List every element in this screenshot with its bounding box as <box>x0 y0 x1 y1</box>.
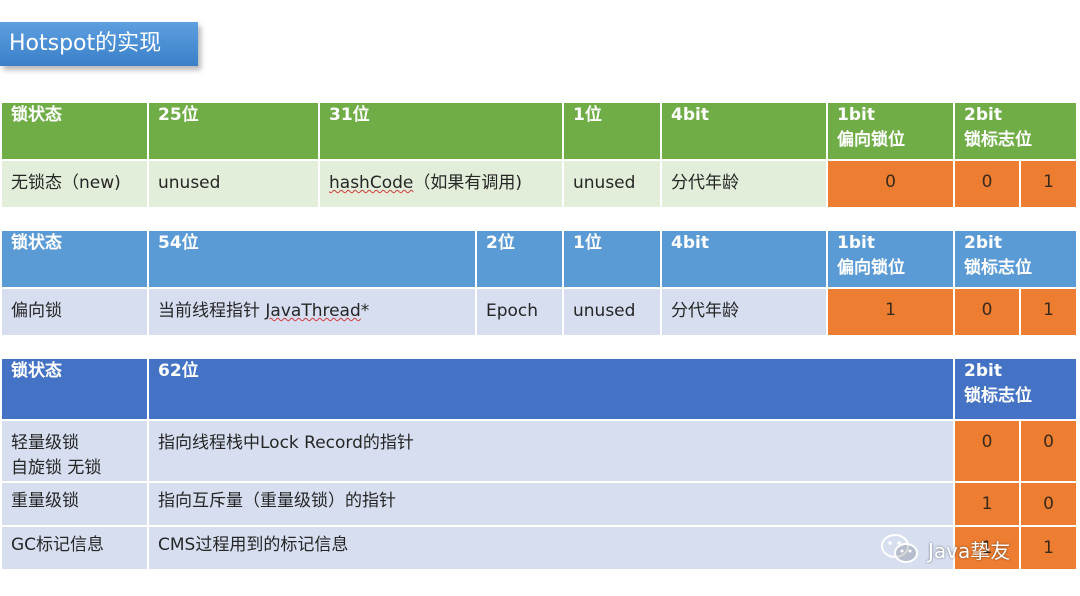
header-bits: 2位 <box>475 229 564 289</box>
wechat-icon <box>880 532 920 566</box>
header-lock-state: 锁状态 <box>0 101 149 161</box>
cell-flag-bit: 0 <box>953 419 1021 483</box>
header-bits: 31位 <box>318 101 564 161</box>
cell-lock-state: 无锁态（new) <box>0 159 149 209</box>
cell-value: unused <box>147 159 320 209</box>
header-bits: 1位 <box>562 229 662 289</box>
watermark-text: Java挚友 <box>928 538 1011 563</box>
header-bits: 1位 <box>562 101 662 161</box>
cell-flag-bit: 1 <box>1019 525 1078 571</box>
cell-biased-bit: 0 <box>826 159 955 209</box>
cell-description: CMS过程用到的标记信息 <box>147 525 955 571</box>
cell-value: unused <box>562 287 662 337</box>
header-lock-state: 锁状态 <box>0 357 149 421</box>
cell-flag-bit: 1 <box>953 525 1021 571</box>
cell-lock-state: 轻量级锁自旋锁 无锁 <box>0 419 149 483</box>
cell-age: 分代年龄 <box>660 159 828 209</box>
header-bits: 4bit <box>660 229 828 289</box>
cell-lock-state: 重量级锁 <box>0 481 149 527</box>
cell-flag-bit: 0 <box>1019 481 1078 527</box>
cell-value: unused <box>562 159 662 209</box>
header-bits: 62位 <box>147 357 955 421</box>
page-title: Hotspot的实现 <box>0 22 198 66</box>
cell-flag-bit: 0 <box>953 287 1021 337</box>
cell-age: 分代年龄 <box>660 287 828 337</box>
cell-flag-bit: 1 <box>1019 159 1078 209</box>
cell-thread-pointer: 当前线程指针 JavaThread* <box>147 287 477 337</box>
header-lock-state: 锁状态 <box>0 229 149 289</box>
cell-flag-bit: 1 <box>1019 287 1078 337</box>
cell-epoch: Epoch <box>475 287 564 337</box>
header-bits: 4bit <box>660 101 828 161</box>
header-bits: 54位 <box>147 229 477 289</box>
cell-flag-bit: 1 <box>953 481 1021 527</box>
cell-flag-bit: 0 <box>1019 419 1078 483</box>
cell-flag-bit: 0 <box>953 159 1021 209</box>
cell-hashcode: hashCode（如果有调用) <box>318 159 564 209</box>
watermark: Java挚友 <box>880 531 1010 567</box>
cell-description: 指向互斥量（重量级锁）的指针 <box>147 481 955 527</box>
cell-biased-bit: 1 <box>826 287 955 337</box>
cell-description: 指向线程栈中Lock Record的指针 <box>147 419 955 483</box>
header-bits: 25位 <box>147 101 320 161</box>
cell-lock-state: GC标记信息 <box>0 525 149 571</box>
cell-lock-state: 偏向锁 <box>0 287 149 337</box>
